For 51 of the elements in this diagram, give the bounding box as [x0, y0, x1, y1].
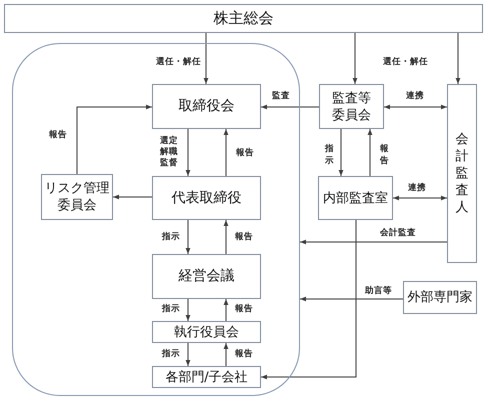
rounded-frame — [12, 43, 300, 396]
process-box: 外部専門家 — [403, 281, 477, 314]
arrow — [112, 194, 152, 200]
arrow — [186, 220, 190, 254]
edge-label: 報告 — [235, 349, 253, 360]
arrow — [300, 296, 404, 302]
arrow — [76, 104, 152, 174]
arrow — [368, 128, 372, 176]
edge-label: 指示 — [162, 304, 180, 315]
process-box: リスク管理委員会 — [41, 174, 113, 220]
process-box: 各部門/子会社 — [152, 366, 261, 388]
process-box: 株主総会 — [4, 4, 483, 33]
arrow — [204, 32, 208, 84]
process-box: 会計監査人 — [447, 84, 477, 263]
process-box: 経営会議 — [152, 254, 261, 299]
edge-label: 報告 — [380, 143, 390, 167]
process-box: 取締役会 — [152, 84, 261, 129]
arrow — [224, 128, 228, 176]
edge-label: 指示 — [325, 143, 335, 167]
process-box: 代表取締役 — [152, 176, 261, 220]
edge-label: 報告 — [236, 148, 254, 159]
double-arrow — [384, 104, 448, 110]
edge-label: 指示 — [162, 349, 180, 360]
arrow — [186, 298, 190, 322]
arrow — [260, 104, 320, 110]
edge-label: 選任・解任 — [156, 57, 201, 68]
edge-label: 報告 — [235, 232, 253, 243]
edge-label: 助言等 — [365, 286, 392, 297]
edge-label: 報告 — [49, 130, 67, 141]
edge-label: 報告 — [235, 304, 253, 315]
process-box: 内部監査室 — [318, 176, 393, 220]
edge-label: 会計監査 — [380, 228, 416, 239]
edge-label: 監査 — [272, 91, 290, 102]
arrow — [186, 342, 190, 366]
arrow — [338, 128, 344, 176]
process-box: 監査等委員会 — [319, 84, 384, 129]
edge-label: 連携 — [406, 91, 424, 102]
double-arrow — [392, 196, 448, 200]
arrow — [260, 220, 356, 380]
arrow — [224, 220, 228, 254]
edge-label: 選任・解任 — [383, 57, 428, 68]
arrow — [352, 32, 358, 84]
arrow — [456, 32, 460, 84]
arrow — [300, 240, 448, 244]
arrow — [224, 342, 228, 366]
arrow — [224, 298, 228, 322]
edge-label: 指示 — [162, 232, 180, 243]
edge-label: 選定解職監督 — [160, 136, 180, 169]
edge-label: 連携 — [408, 183, 426, 194]
process-box: 執行役員会 — [152, 321, 261, 343]
arrow — [186, 128, 190, 176]
